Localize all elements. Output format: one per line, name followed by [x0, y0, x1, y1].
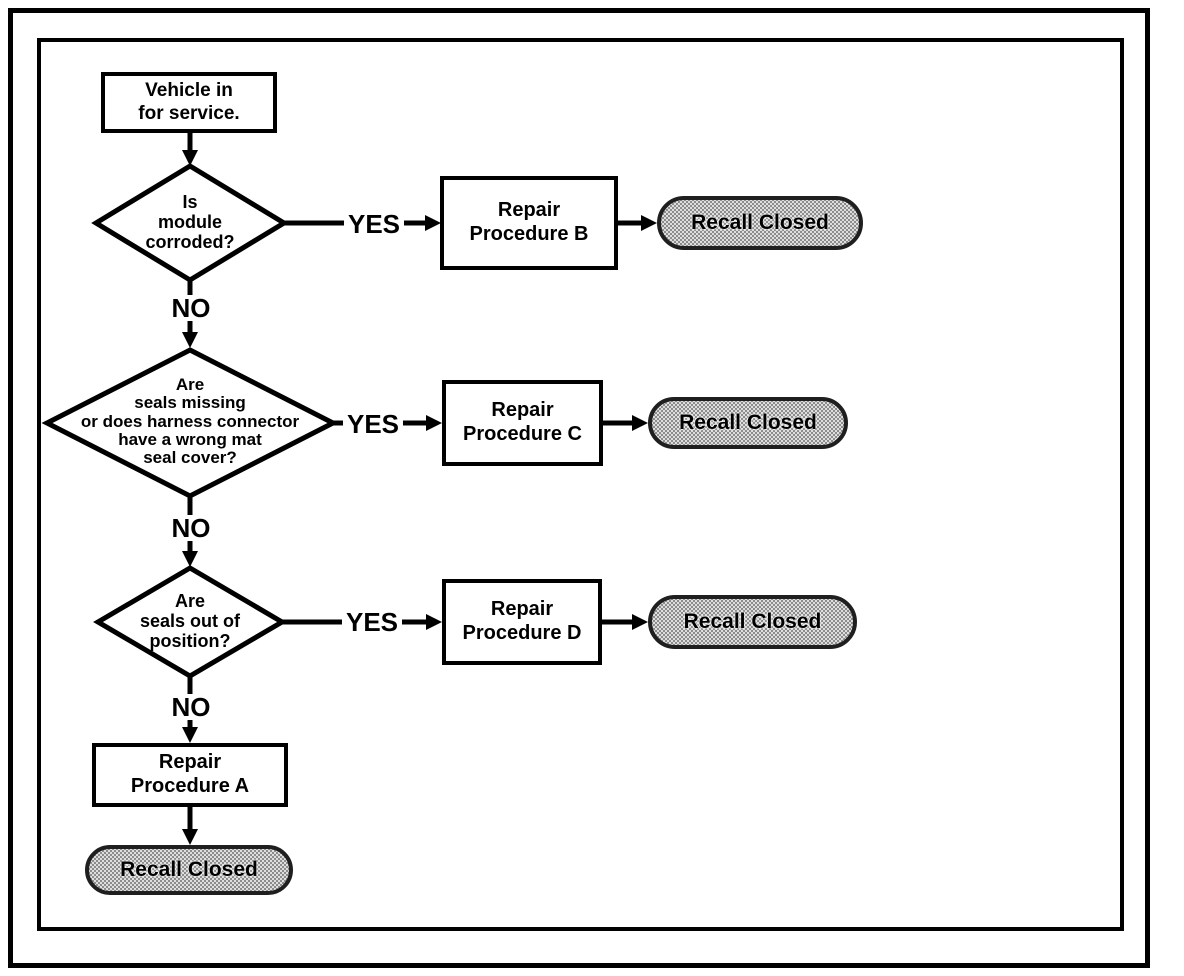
decision-3-question: Are seals out of position?	[139, 590, 241, 652]
terminal-recall-closed-3: Recall Closed	[648, 595, 857, 649]
arrow-head-action-b	[425, 215, 441, 231]
inner-border	[37, 38, 1124, 931]
arrow-head-terminal-3	[632, 614, 648, 630]
arrow-head-terminal-4	[182, 829, 198, 845]
yes-label-1: YES	[343, 211, 405, 237]
no-label-3: NO	[167, 694, 215, 720]
no-label-1: NO	[167, 295, 215, 321]
start-box: Vehicle in for service.	[101, 72, 277, 133]
arrow-head-d1	[182, 150, 198, 166]
yes-label-3: YES	[341, 609, 403, 635]
decision-1-question: Is module corroded?	[145, 191, 235, 253]
no-label-2: NO	[167, 515, 215, 541]
arrow-head-terminal-2	[632, 415, 648, 431]
arrow-head-d3	[182, 551, 198, 567]
terminal-recall-closed-2: Recall Closed	[648, 397, 848, 449]
arrow-head-action-d	[426, 614, 442, 630]
decision-2-question: Are seals missing or does harness connec…	[80, 375, 300, 468]
arrow-head-d2	[182, 332, 198, 348]
arrow-head-action-a	[182, 727, 198, 743]
action-box-procedure-b: Repair Procedure B	[440, 176, 618, 270]
action-box-procedure-c: Repair Procedure C	[442, 380, 603, 466]
terminal-recall-closed-4: Recall Closed	[85, 845, 293, 895]
action-box-procedure-d: Repair Procedure D	[442, 579, 602, 665]
action-box-procedure-a: Repair Procedure A	[92, 743, 288, 807]
arrow-head-action-c	[426, 415, 442, 431]
terminal-recall-closed-1: Recall Closed	[657, 196, 863, 250]
outer-border	[8, 8, 1150, 968]
yes-label-2: YES	[342, 411, 404, 437]
arrow-head-terminal-1	[641, 215, 657, 231]
